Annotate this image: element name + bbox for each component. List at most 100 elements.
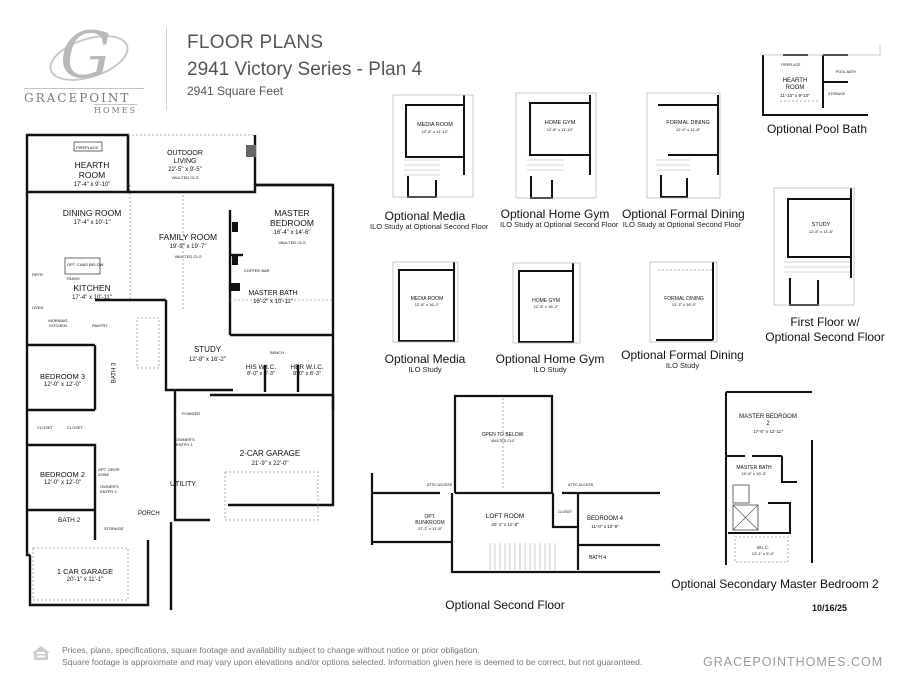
room-family: FAMILY ROOM 19'-9" x 19'-7" VAULTED CLG (158, 232, 218, 262)
gracepoint-logo: G GRACEPOINT HOMES (22, 24, 144, 115)
room-name: MASTER BEDROOM 2 (739, 414, 797, 427)
caption-first-floor-optional-second: First Floor w/ Optional Second Floor (760, 315, 890, 345)
caption-optional-second-floor: Optional Second Floor (445, 598, 565, 612)
label-coffee-bar: COFFEE BAR (244, 268, 270, 273)
room-dims: 12'-8" x 11'-8" (808, 228, 834, 234)
room-name: MASTER BATH (248, 290, 298, 297)
room-dims: 11'-0" x 10'-9" (591, 524, 619, 529)
room-bunkroom: OPT. BUNKROOM 17'-2" x 11'-8" (410, 514, 450, 532)
option-media-2f-room: MEDIA ROOM 12'-8" x 11'-10" (410, 122, 460, 135)
room-master-bath: MASTER BATH 16'-2" x 10'-11" (248, 290, 298, 306)
room-kitchen: KITCHEN 17'-4" x 10'-11" (62, 283, 122, 303)
room-wic-2: W.I.C. 13'-1" x 5'-4" (743, 545, 783, 556)
label-trash: TRASH (66, 276, 80, 281)
caption-secondary-master: Optional Secondary Master Bedroom 2 (671, 577, 879, 591)
room-dims: 22'-5" x 9'-5" (168, 167, 202, 173)
room-dims: 20'-1" x 11'-8" (491, 522, 519, 527)
plan-name: 2941 Victory Series - Plan 4 (187, 59, 423, 80)
disclaimer-line-1: Prices, plans, specifications, square fo… (62, 645, 480, 655)
caption-optional-formal-dining-2f: Optional Formal Dining (622, 207, 745, 221)
caption-line-2: Optional Second Floor (765, 330, 885, 344)
room-loft: LOFT ROOM 20'-1" x 11'-8" (480, 513, 530, 529)
room-dims: 19'-9" x 19'-7" (169, 244, 207, 250)
room-name: HER W.I.C. (290, 364, 324, 371)
label-bath-3: BATH 3 (111, 362, 118, 384)
label-oven: OVEN (32, 305, 44, 310)
label-powder: POWDER (182, 411, 200, 416)
room-dims: 16'-4" x 14'-6" (273, 230, 311, 236)
room-name: MASTER BATH (736, 465, 772, 471)
room-dims: 8'-0" x 8'-3" (247, 371, 275, 377)
room-dims: 12'-8" x 11'-10" (421, 128, 449, 134)
room-dims: 11'-10" x 9'-10" (780, 93, 810, 98)
room-name: 2-CAR GARAGE (239, 449, 301, 458)
disclaimer-line-2: Square footage is approximate and may va… (62, 657, 643, 667)
option-dining-2f-room: FORMAL DINING 12'-9" x 11'-8" (663, 120, 713, 133)
label-owners-entry-2: OWNER'S ENTRY 2 (100, 484, 119, 494)
disclaimer: Prices, plans, specifications, square fo… (62, 644, 642, 668)
room-dims: 10'-6" x 16'-3" (741, 471, 767, 476)
room-note: VAULTED CLG (278, 240, 306, 245)
room-name: LOFT ROOM (485, 513, 525, 520)
room-dims: 13'-1" x 5'-4" (751, 550, 775, 556)
room-name: W.I.C. (756, 545, 770, 550)
label-porch: PORCH (138, 511, 160, 517)
label-opt-cabs: OPT. CABS BELOW (67, 262, 104, 267)
room-dims: 17'-2" x 11'-8" (417, 526, 443, 531)
subcaption-media-2f: ILO Study at Optional Second Floor (370, 222, 489, 231)
room-name: HOME GYM (532, 298, 560, 304)
label-attic-access: ATTIC ACCESS (568, 483, 594, 487)
caption-line-1: First Floor w/ (790, 315, 860, 329)
equal-housing-opportunity-icon (30, 643, 52, 665)
room-dims: 8'-0" x 8'-3" (293, 371, 321, 377)
label-fireplace: FIREPLACE (76, 145, 99, 150)
room-master-bedroom: MASTER BEDROOM 16'-4" x 14'-6" VAULTED C… (262, 208, 322, 248)
room-dims: 17'-4" x 9'-10" (73, 182, 111, 188)
caption-optional-formal-dining: Optional Formal Dining (621, 348, 744, 362)
room-name: OPEN TO BELOW (481, 432, 524, 438)
room-dims: 16'-2" x 10'-11" (253, 299, 293, 305)
room-name: KITCHEN (73, 283, 111, 293)
room-bath-4: BATH 4 (589, 555, 607, 561)
room-name: BEDROOM 4 (586, 516, 623, 522)
room-name: MEDIA ROOM (410, 296, 444, 302)
logo-subword: HOMES (94, 104, 138, 115)
room-dims: 12'-9" x 11'-8" (675, 126, 701, 132)
room-name: STUDY (811, 222, 831, 228)
subcaption-dining-2f: ILO Study at Optional Second Floor (622, 220, 742, 229)
room-name: STUDY (193, 345, 222, 354)
room-dims: 12'-8" x 16'-2" (189, 357, 226, 363)
label-storage: STORAGE (104, 526, 124, 531)
label-closet: CLOSET (558, 510, 573, 514)
room-name: FAMILY ROOM (158, 232, 218, 242)
label-closet-2: CLOSET (67, 425, 84, 430)
label-morning-kitchen: MORNING KITCHEN (48, 318, 68, 328)
caption-optional-home-gym-2f: Optional Home Gym (500, 207, 610, 221)
label-pantry: PANTRY (92, 323, 108, 328)
option-dining-room: FORMAL DINING 13'-3" x 16'-0" (658, 296, 710, 308)
room-dims: 17'-4" x 10'-11" (72, 295, 112, 301)
room-note: VAULTED CLG (174, 254, 202, 259)
room-note: VAULTED CLG (490, 439, 515, 443)
room-name: FORMAL DINING (664, 296, 704, 302)
room-name: HOME GYM (544, 120, 576, 126)
room-dims: 21'-9" x 22'-0" (251, 461, 289, 467)
room-dims: 12'-8" x 16'-2" (533, 304, 559, 309)
room-master-bedroom-2: MASTER BEDROOM 2 17'-6" x 12'-11" (738, 414, 798, 435)
room-name: OPT. BUNKROOM (415, 514, 445, 526)
label-bath-2: BATH 2 (58, 517, 81, 524)
room-name: MASTER BEDROOM (270, 208, 314, 228)
label-pool-bath: POOL BATH (836, 70, 856, 74)
option-first-floor-room: STUDY 12'-8" x 11'-8" (795, 222, 847, 235)
room-dims: 12'-8" x 16'-2" (414, 302, 440, 307)
website-link[interactable]: GRACEPOINTHOMES.COM (703, 655, 884, 669)
room-outdoor-living: OUTDOOR LIVING 22'-5" x 9'-5" VAULTED CL… (155, 150, 215, 182)
room-name: HEARTH ROOM (782, 78, 808, 91)
subcaption-gym-2f: ILO Study at Optional Second Floor (500, 220, 619, 229)
label-refr: REFR (32, 272, 43, 277)
room-2-car-garage: 2-CAR GARAGE 21'-9" x 22'-0" (225, 449, 315, 469)
room-name: MEDIA ROOM (417, 122, 453, 128)
label-bench: BENCH (270, 350, 285, 355)
caption-optional-home-gym: Optional Home Gym (495, 352, 605, 366)
